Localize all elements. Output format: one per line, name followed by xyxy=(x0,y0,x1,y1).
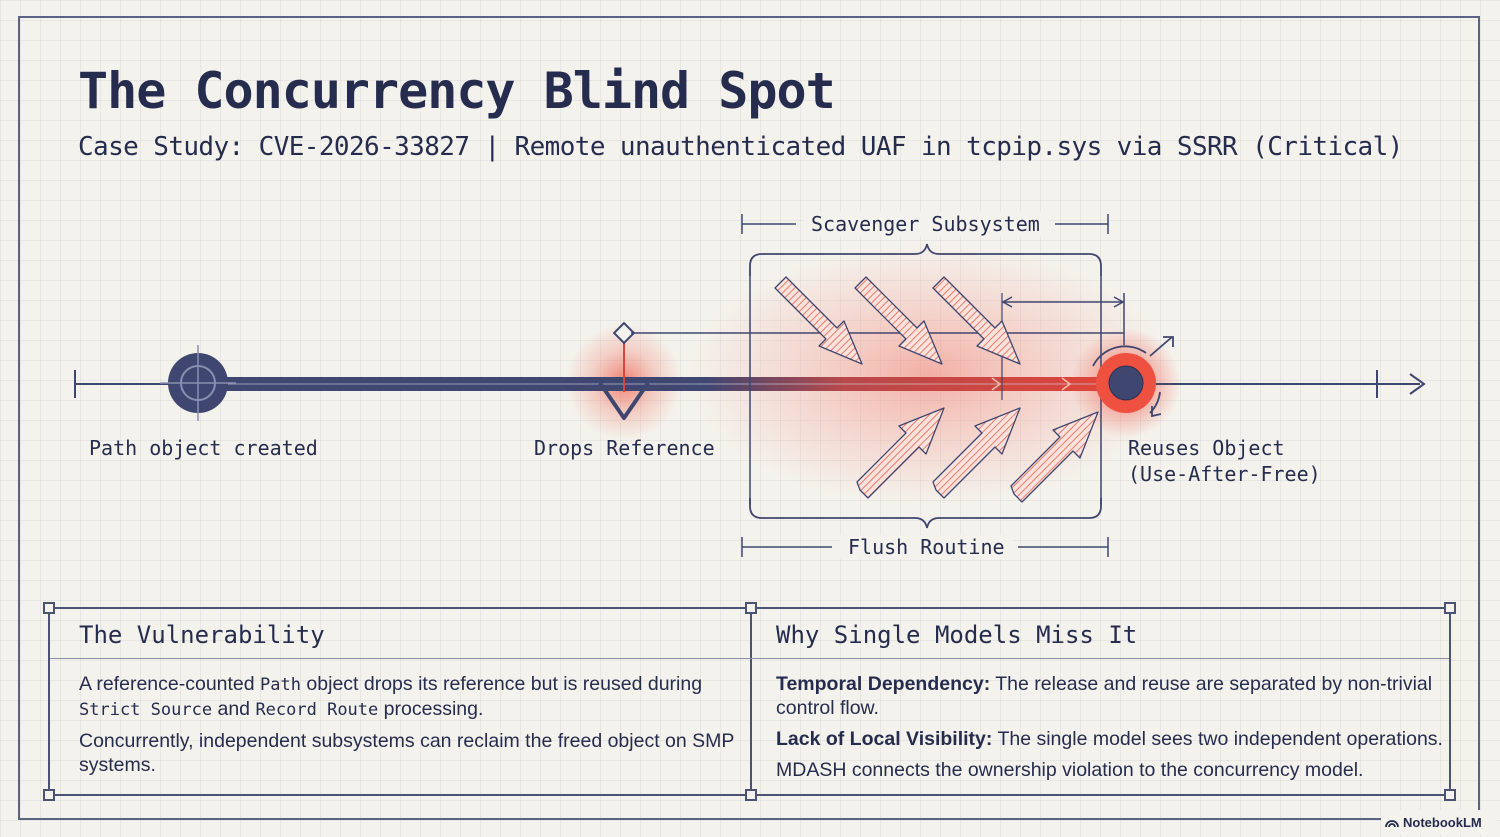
scavenger-subsystem-label: Scavenger Subsystem xyxy=(803,212,1048,236)
bar-flow-arrow-1 xyxy=(991,377,1002,391)
corner-marker-tm xyxy=(745,602,757,614)
measure-arrow-right xyxy=(1113,296,1125,308)
reuses-object-label: Reuses Object xyxy=(1128,436,1285,460)
vulnerability-paragraph-1: A reference-counted Path object drops it… xyxy=(79,673,703,720)
scavenger-arrow-3 xyxy=(932,276,1021,365)
drop-diamond xyxy=(612,321,636,345)
reuse-object-node xyxy=(1108,365,1144,401)
scavenger-arrow-1 xyxy=(774,276,863,365)
bar-flow-arrow-2 xyxy=(1061,377,1072,391)
local-visibility-item: Lack of Local Visibility: The single mod… xyxy=(776,728,1443,750)
drops-reference-label: Drops Reference xyxy=(534,436,715,460)
flush-brace xyxy=(749,498,1102,529)
scavenger-brace xyxy=(749,243,1102,276)
vulnerability-panel-body: A reference-counted Path object drops it… xyxy=(79,672,751,784)
reuse-cycle-arc-top xyxy=(1092,345,1147,367)
measure-arrow-left xyxy=(1001,296,1013,308)
corner-marker-tr xyxy=(1444,602,1456,614)
use-after-free-label: (Use-After-Free) xyxy=(1128,462,1321,486)
axis-arrowhead xyxy=(1409,373,1426,395)
scavenger-arrows xyxy=(774,276,1021,365)
notebooklm-brand-text: NotebookLM xyxy=(1403,814,1482,830)
corner-marker-bm xyxy=(745,789,757,801)
page-title: The Concurrency Blind Spot xyxy=(78,62,836,120)
scavenger-arrow-2 xyxy=(854,276,943,365)
flush-arrow-2 xyxy=(932,407,1021,499)
corner-marker-br xyxy=(1444,789,1456,801)
corner-marker-bl xyxy=(43,789,55,801)
flush-routine-label: Flush Routine xyxy=(840,535,1013,559)
path-created-label: Path object created xyxy=(89,436,318,460)
page-subtitle: Case Study: CVE-2026-33827 | Remote unau… xyxy=(78,132,1403,162)
single-models-panel-title: Why Single Models Miss It xyxy=(776,621,1138,649)
flush-arrow-3 xyxy=(1010,411,1099,503)
reuse-cycle-arrow xyxy=(1149,336,1174,357)
mdash-statement: MDASH connects the ownership violation t… xyxy=(776,759,1364,781)
corner-marker-tl xyxy=(43,602,55,614)
flush-arrow-1 xyxy=(856,407,945,499)
notebooklm-badge: NotebookLM xyxy=(1381,810,1497,834)
notebooklm-logo-icon xyxy=(1385,820,1399,828)
reuse-cycle-arc-bottom xyxy=(1149,391,1161,414)
single-models-panel-body: Temporal Dependency: The release and reu… xyxy=(776,672,1446,789)
panel-header-rule xyxy=(50,658,1449,659)
drop-reference-marker xyxy=(598,381,650,420)
panel-divider xyxy=(750,609,752,794)
info-panels: The Vulnerability A reference-counted Pa… xyxy=(43,602,1456,801)
temporal-dependency-item: Temporal Dependency: The release and reu… xyxy=(776,673,1433,719)
reuse-cycle-tail xyxy=(1151,406,1162,418)
flush-arrows xyxy=(856,407,1099,503)
vulnerability-panel-title: The Vulnerability xyxy=(79,621,325,649)
vulnerability-paragraph-2: Concurrently, independent subsystems can… xyxy=(79,730,735,776)
